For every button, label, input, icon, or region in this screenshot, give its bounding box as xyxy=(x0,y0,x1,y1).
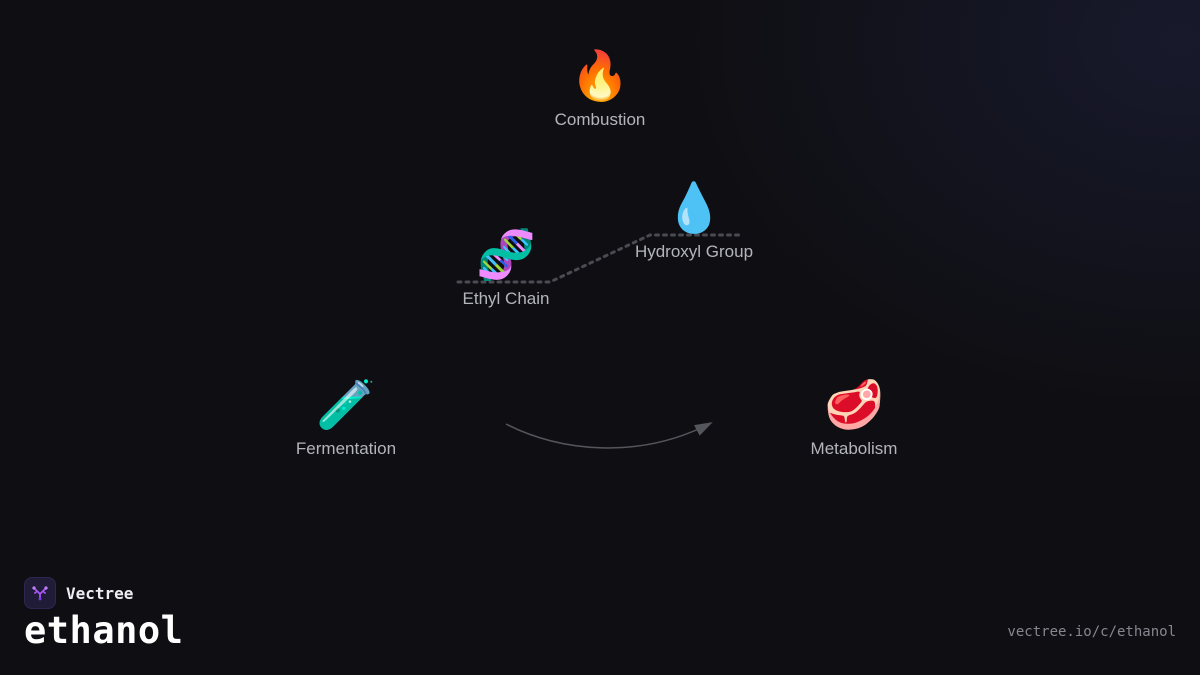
node-label: Ethyl Chain xyxy=(462,289,550,308)
node-hydroxyl-group[interactable]: 💧 Hydroxyl Group xyxy=(584,180,804,262)
dna-icon: 🧬 xyxy=(476,227,536,283)
meat-icon: 🥩 xyxy=(824,377,884,433)
droplet-icon: 💧 xyxy=(664,180,724,236)
node-combustion[interactable]: 🔥 Combustion xyxy=(490,48,710,130)
brand-name: Vectree xyxy=(66,583,134,603)
edge-ethyl-to-hydroxyl xyxy=(456,233,742,284)
page-title: ethanol xyxy=(24,609,184,652)
node-label: Fermentation xyxy=(295,439,397,458)
node-fermentation[interactable]: 🧪 Fermentation xyxy=(236,377,456,459)
node-ethyl-chain[interactable]: 🧬 Ethyl Chain xyxy=(396,227,616,309)
test-tube-icon: 🧪 xyxy=(316,377,376,433)
node-label: Combustion xyxy=(554,110,646,129)
page-url[interactable]: vectree.io/c/ethanol xyxy=(1007,624,1176,640)
node-label: Metabolism xyxy=(810,439,898,458)
node-metabolism[interactable]: 🥩 Metabolism xyxy=(744,377,964,459)
brand[interactable]: Vectree xyxy=(24,577,133,609)
tree-logo-icon xyxy=(24,577,56,609)
fire-icon: 🔥 xyxy=(570,48,630,104)
node-label: Hydroxyl Group xyxy=(634,242,754,261)
edge-fermentation-to-metabolism xyxy=(505,422,713,449)
